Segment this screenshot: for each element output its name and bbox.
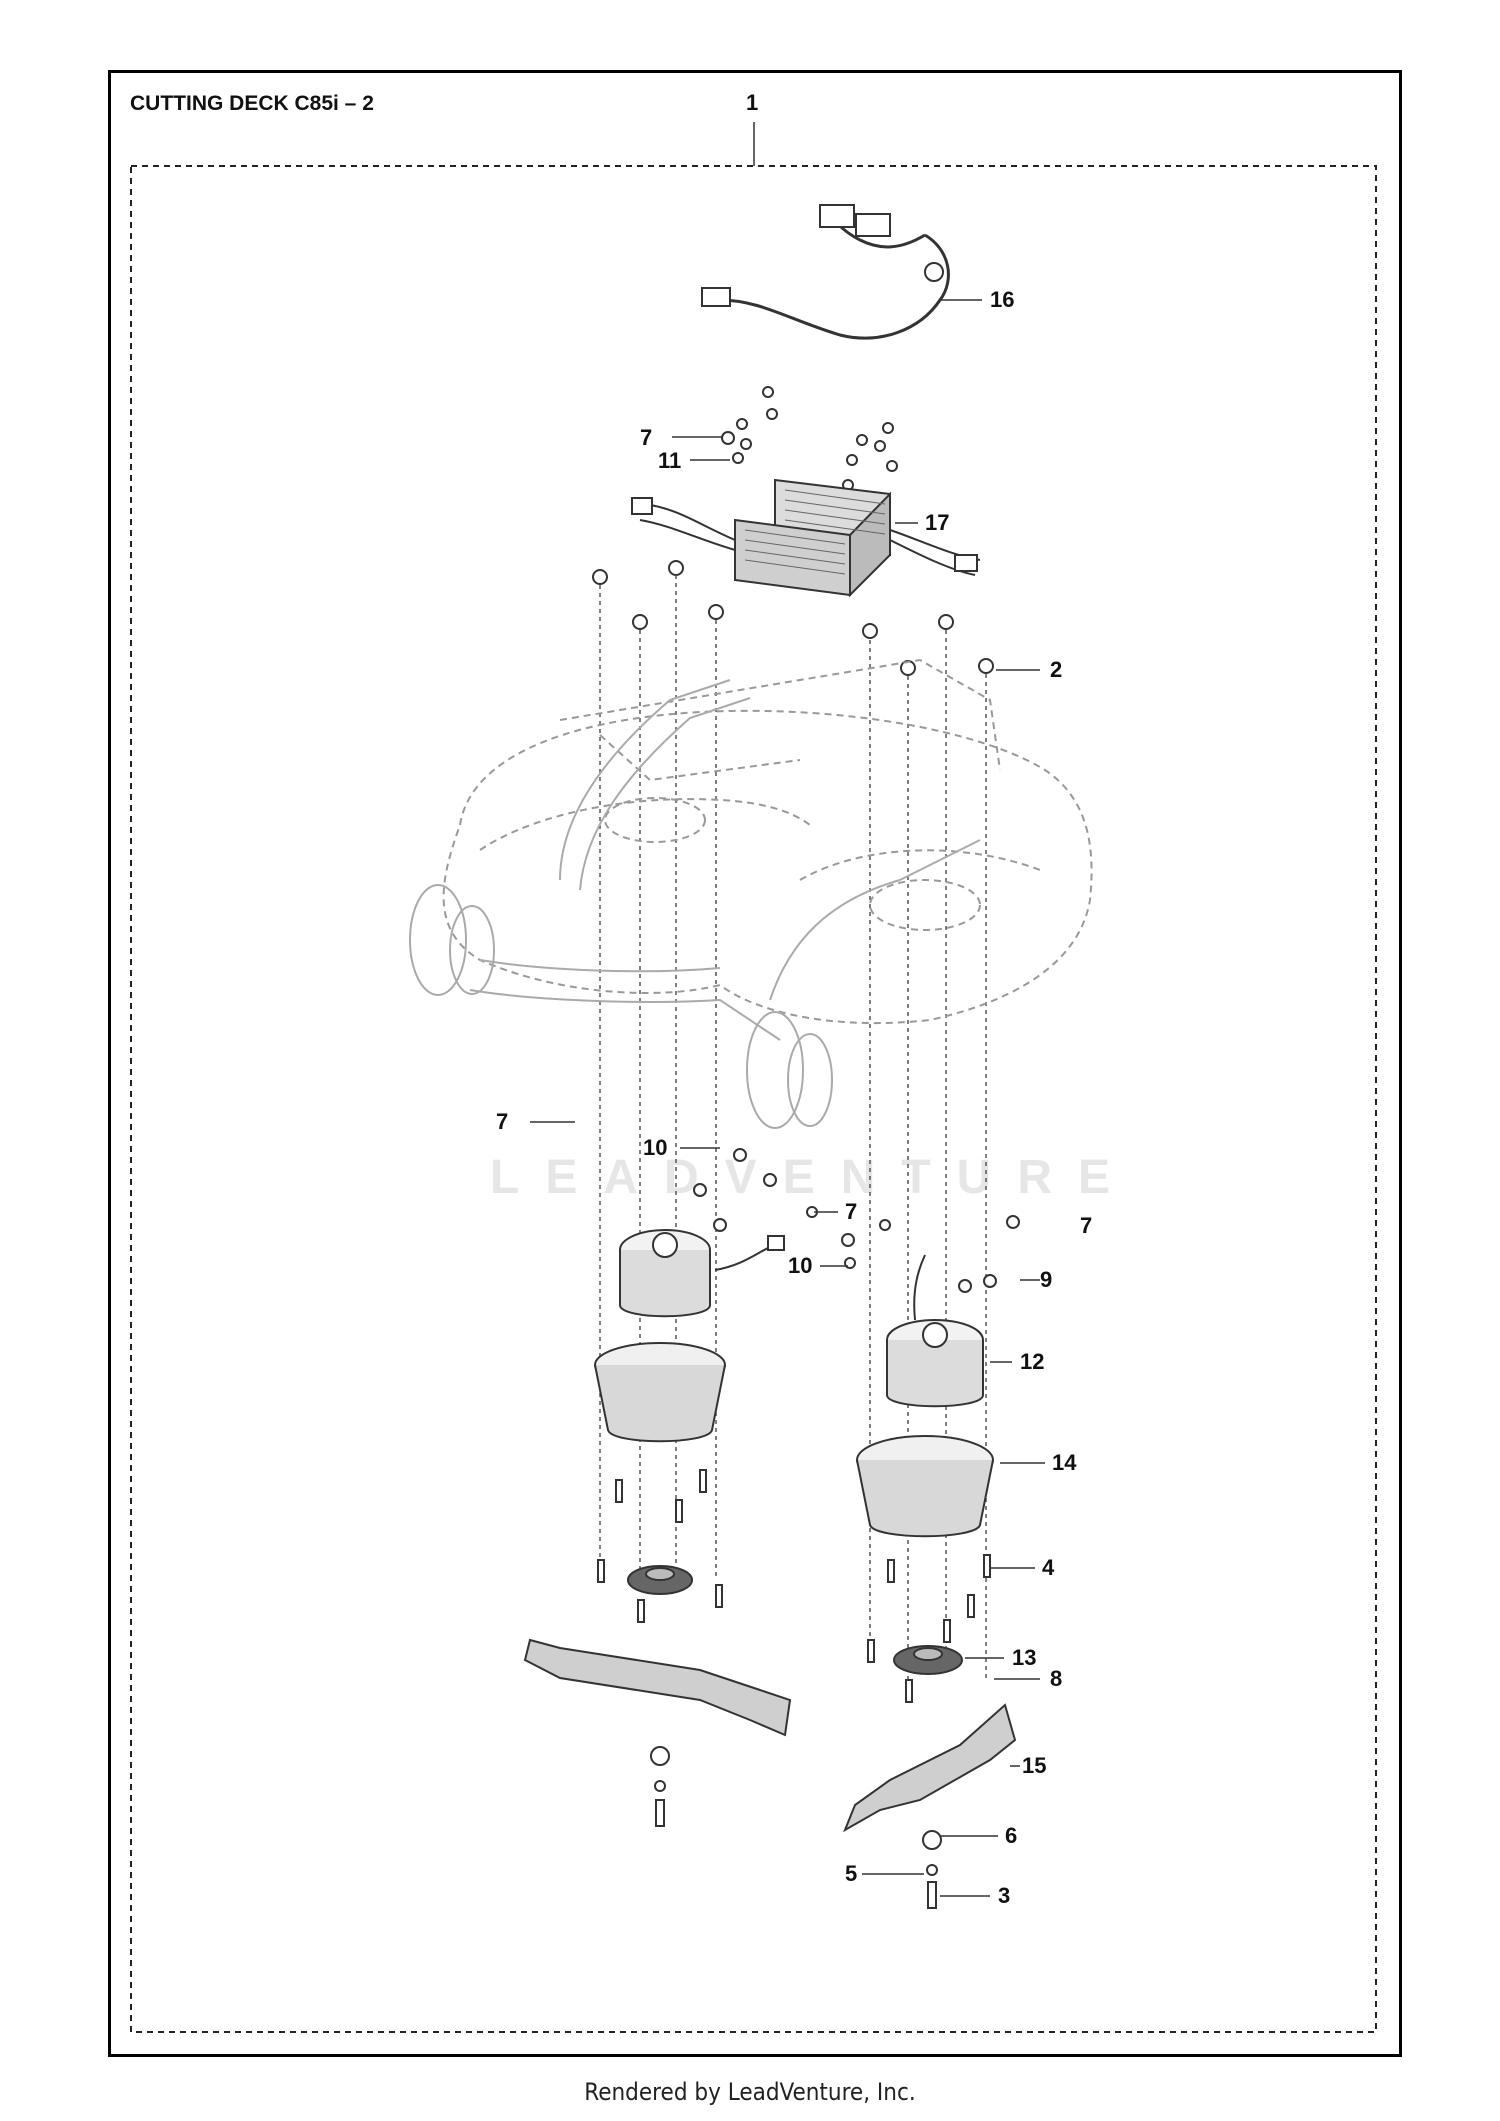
callout-2: 2: [1050, 657, 1062, 682]
right-blade-hub: [893, 1645, 963, 1675]
callout-15: 15: [1022, 1753, 1046, 1778]
callout-7: 7: [1080, 1213, 1092, 1238]
callout-7: 7: [640, 425, 652, 450]
footer-credit: Rendered by LeadVenture, Inc.: [584, 2078, 916, 2106]
callout-5: 5: [845, 1861, 857, 1886]
deck-frame: [469, 679, 981, 1041]
callout-14: 14: [1052, 1450, 1077, 1475]
callout-12: 12: [1020, 1349, 1044, 1374]
callout-13: 13: [1012, 1645, 1036, 1670]
callout-10: 10: [788, 1253, 812, 1278]
callout-1: 1: [746, 90, 758, 115]
callout-4: 4: [1042, 1555, 1055, 1580]
left-motor-housing: [594, 1342, 726, 1443]
left-motor: [619, 1229, 785, 1318]
motor-controller-module: [631, 478, 981, 598]
callout-17: 17: [925, 510, 949, 535]
leader-lines: [530, 122, 1045, 1897]
top-nut-cluster: [721, 386, 898, 491]
left-blade-hub: [627, 1565, 693, 1595]
callout-9: 9: [1040, 1267, 1052, 1292]
callout-8: 8: [1050, 1666, 1062, 1691]
bolts: [597, 1469, 991, 1703]
left-blade: [523, 1638, 792, 1737]
watermark: LEADVENTURE: [490, 1151, 1137, 1204]
callout-11: 11: [658, 448, 681, 473]
callout-7: 7: [845, 1199, 857, 1224]
deck-wheels: [409, 884, 833, 1129]
callout-10: 10: [643, 1135, 667, 1160]
right-motor-housing: [856, 1435, 994, 1538]
fasteners: [650, 1148, 1020, 1909]
diagram-frame: [108, 70, 1402, 2057]
callout-16: 16: [990, 287, 1014, 312]
wiring-harness: [701, 204, 950, 340]
cutting-deck-housing: [442, 658, 1093, 1025]
callout-6: 6: [1005, 1823, 1017, 1848]
right-motor: [886, 1254, 984, 1408]
right-blade: [843, 1703, 1017, 1833]
callout-3: 3: [998, 1883, 1010, 1908]
assembly-boundary: [130, 165, 1377, 2033]
callout-7: 7: [496, 1109, 508, 1134]
diagram-title: CUTTING DECK C85i – 2: [130, 92, 374, 115]
